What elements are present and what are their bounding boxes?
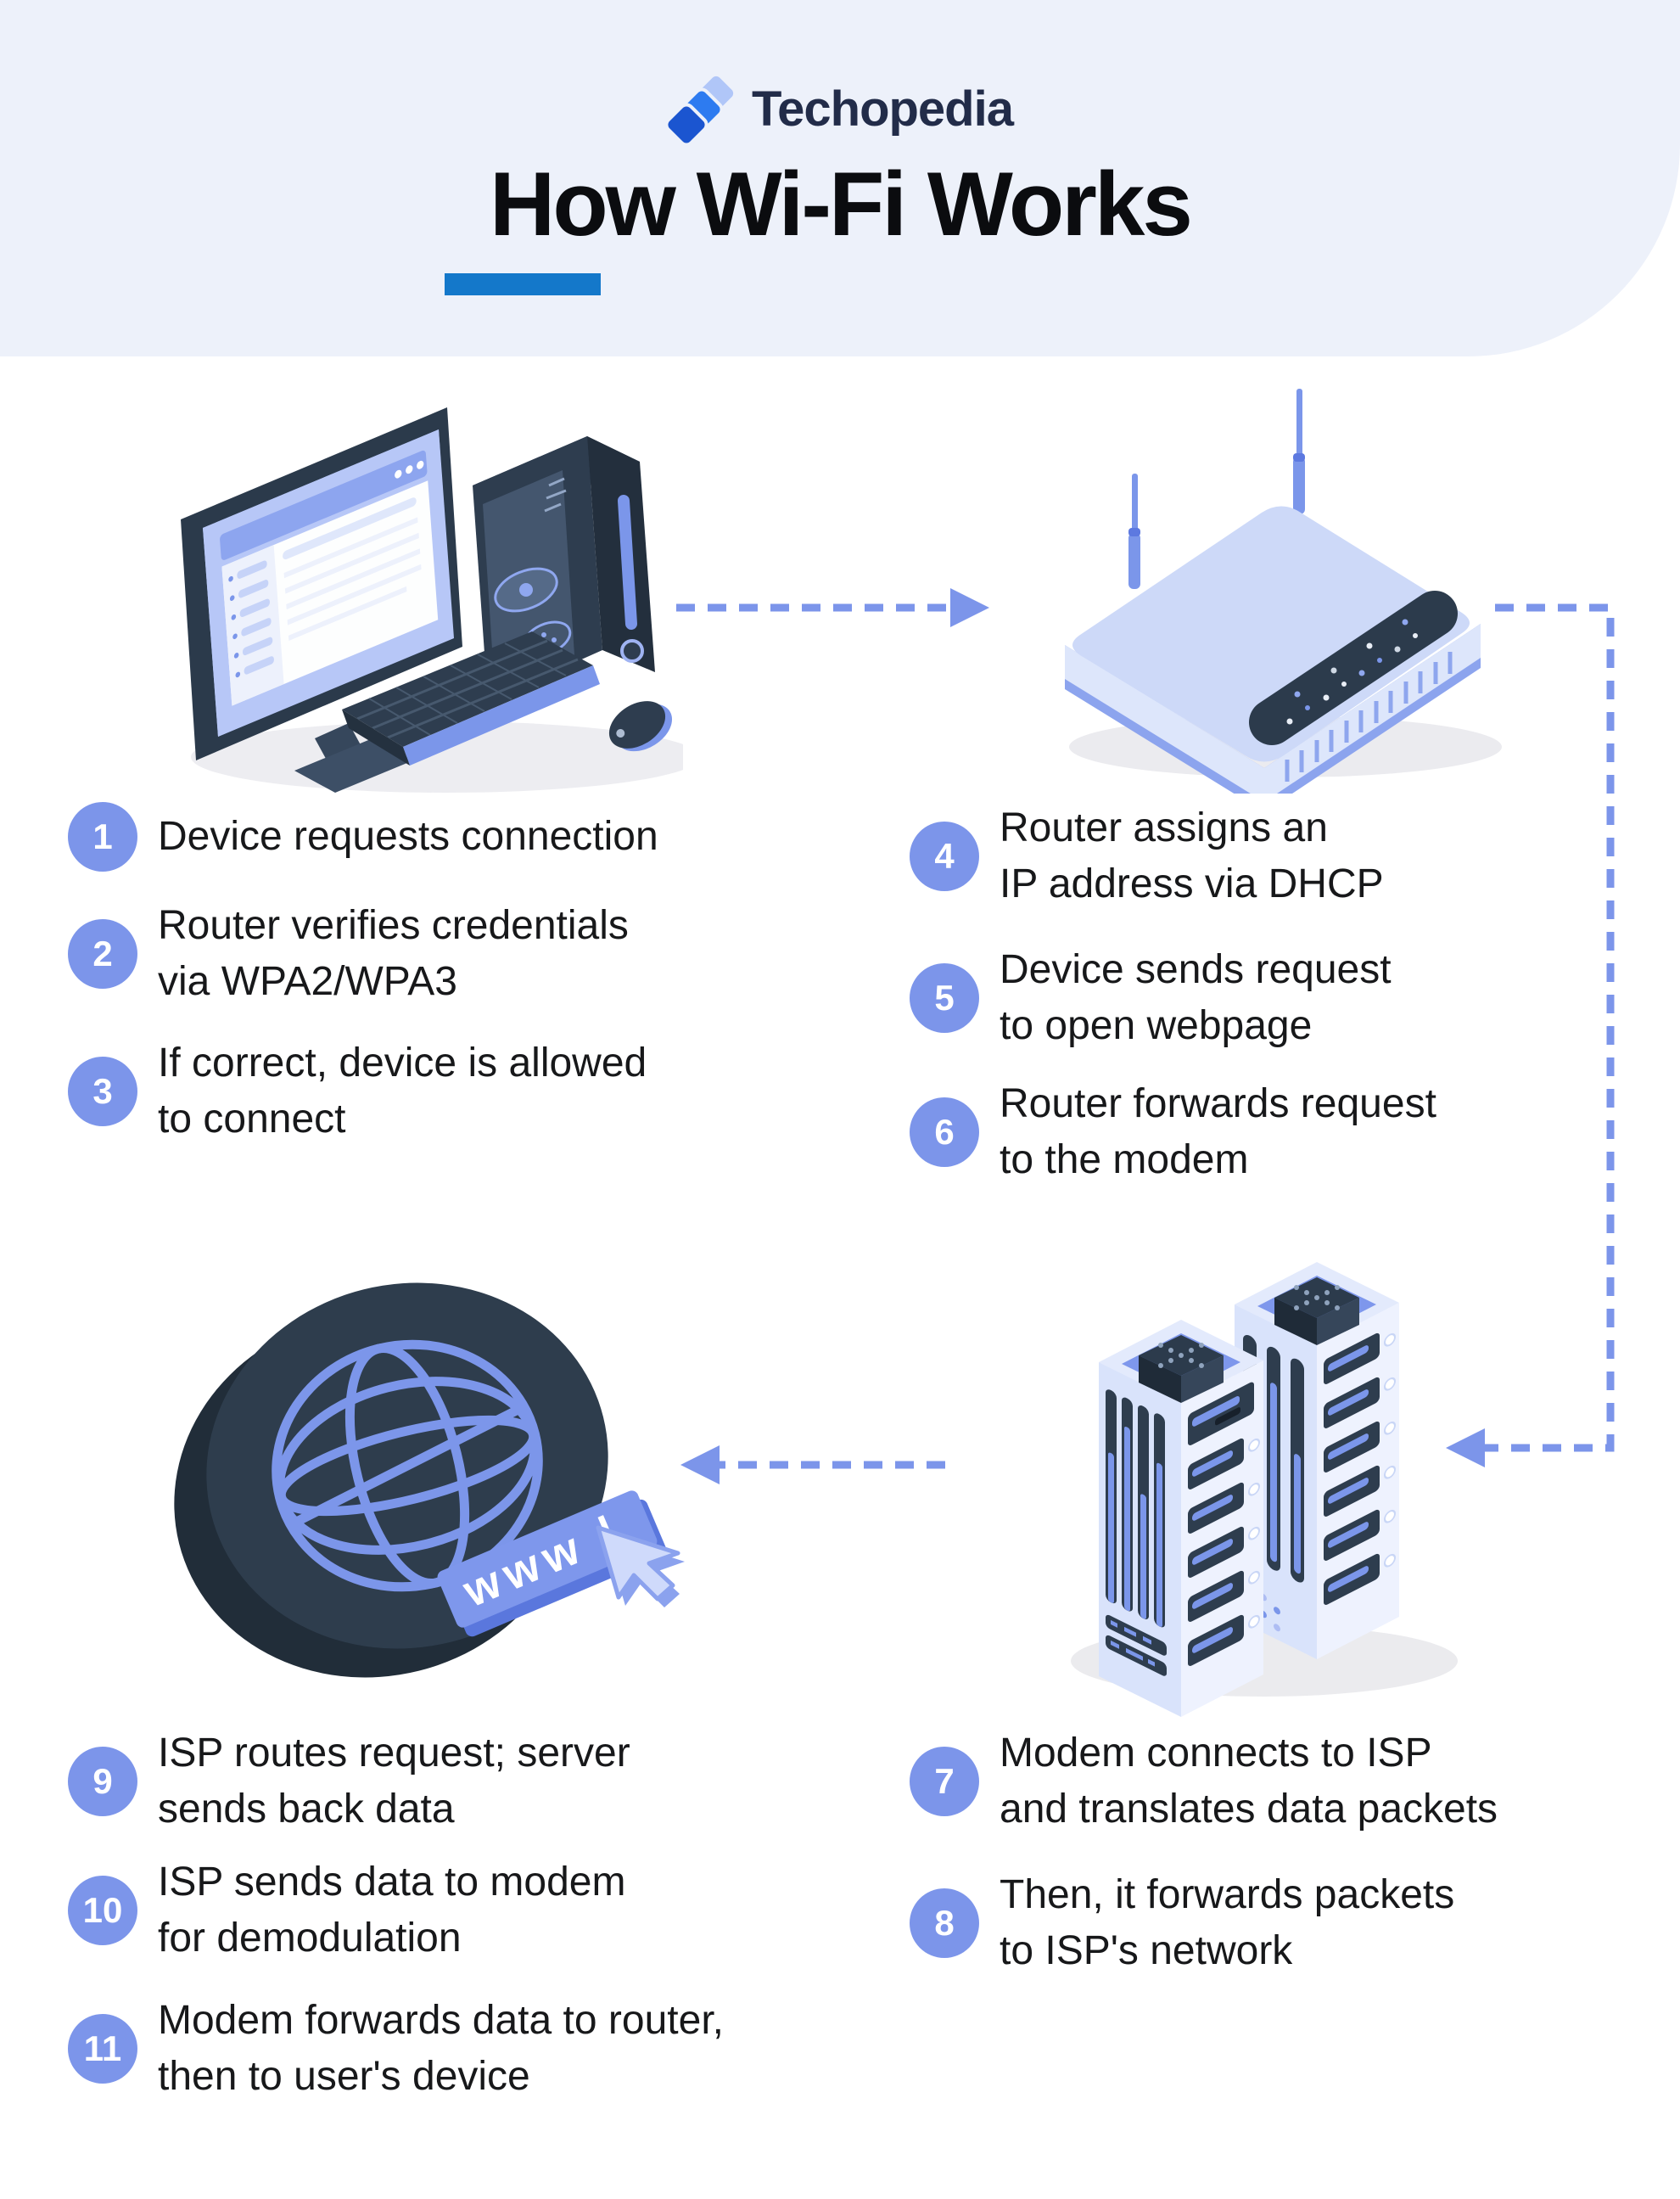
step-number-badge: 4: [910, 822, 979, 891]
desktop-computer-illustration: [181, 407, 683, 793]
page-title: How Wi-Fi Works: [490, 153, 1193, 255]
step-number-badge: 1: [68, 802, 137, 872]
step-number-badge: 8: [910, 1888, 979, 1958]
globe-grid-icon: [272, 1339, 543, 1592]
cursor-arrow-icon: [596, 1525, 685, 1607]
step-number-badge: 3: [68, 1057, 137, 1126]
step-number-badge: 5: [910, 963, 979, 1033]
logo-wordmark: Techopedia: [752, 81, 1014, 137]
step-number-badge: 6: [910, 1097, 979, 1167]
step-text: Device requests connection: [158, 814, 658, 859]
server-tower-front: [1099, 1320, 1263, 1717]
step-item-11: 11 Modem forwards data to router,then to…: [68, 1993, 724, 2105]
step-number-badge: 10: [68, 1876, 137, 1945]
step-text: Modem forwards data to router,then to us…: [158, 1998, 724, 2099]
arrowhead-right-icon: [950, 588, 989, 627]
internet-globe-www-illustration: www: [174, 1282, 685, 1678]
step-number-badge: 11: [68, 2014, 137, 2084]
header: Techopedia How Wi-Fi Works: [0, 0, 1680, 356]
step-item-1: 1 Device requests connection: [68, 802, 658, 872]
step-number-badge: 7: [910, 1747, 979, 1816]
techopedia-logo-icon: [667, 72, 735, 147]
title-underline: [445, 273, 601, 295]
server-racks-illustration: [1071, 1262, 1458, 1717]
step-number-badge: 2: [68, 919, 137, 989]
logo: Techopedia: [0, 70, 1680, 148]
wifi-router-illustration: [1065, 389, 1502, 794]
step-number-badge: 9: [68, 1747, 137, 1816]
